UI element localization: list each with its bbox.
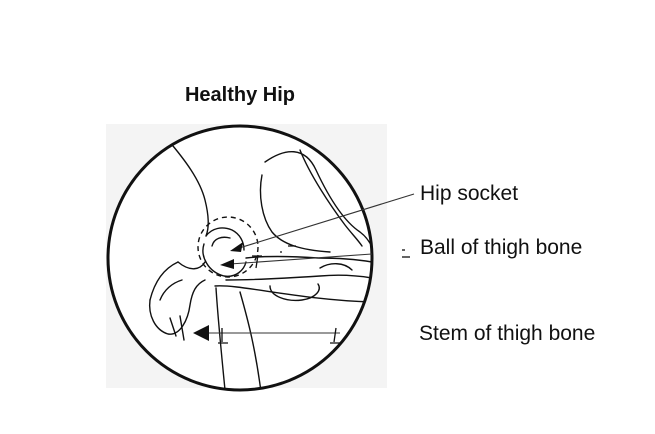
pelvis-left-body [149,261,179,301]
magnifier-circle-fill [108,126,372,390]
label-ball-of-thigh-bone: Ball of thigh bone [420,236,583,259]
leader-line-hip-socket [235,193,415,250]
tick-mark-ball-mid [280,245,296,253]
magnifier-circle-outline [106,124,374,392]
arrowhead-stem [193,325,209,341]
tick-mark-stem-right [330,327,342,344]
leader-line-ball [229,253,373,265]
ischium-outline [148,279,206,335]
obturator-lines [169,315,185,341]
femur-shaft-top [214,285,372,303]
femoral-head-inner [211,236,231,247]
pelvis-left-outline [167,139,209,237]
femoral-head [202,243,247,277]
ball-highlight-dashed-circle [197,216,259,278]
socket-rim [205,227,245,251]
greater-trochanter [319,263,353,271]
tick-mark-stem-left [218,328,228,344]
pelvis-inner-curve [299,149,363,247]
ischium-inner [159,279,183,301]
femoral-neck-lower [225,274,372,281]
pelvis-back-curve [259,174,331,253]
label-hip-socket: Hip socket [420,182,519,205]
pelvis-upper-outline [264,150,372,253]
diagram-title: Healthy Hip [184,84,296,106]
arrowhead-hip-socket [230,242,243,252]
label-stem-of-thigh-bone: Stem of thigh bone [419,322,596,345]
arrowhead-ball [220,259,234,269]
tick-mark-socket [252,254,262,269]
lesser-trochanter [269,283,320,302]
femur-shaft-left [215,287,227,390]
femur-shaft-lower [239,291,263,390]
